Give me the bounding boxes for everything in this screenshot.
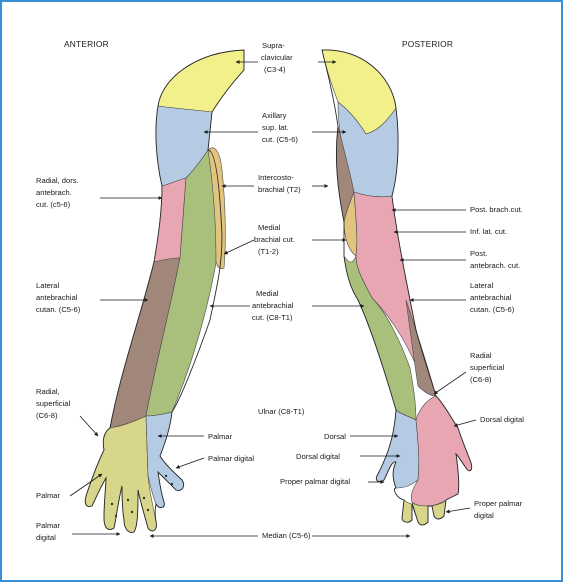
- svg-text:Proper palmar: Proper palmar: [474, 499, 523, 508]
- svg-text:Median (C5-6): Median (C5-6): [262, 531, 311, 540]
- svg-text:Palmar digital: Palmar digital: [208, 454, 254, 463]
- svg-text:(C6-8): (C6-8): [470, 375, 492, 384]
- label-supraclavicular: Supra- clavicular (C3-4): [261, 41, 293, 74]
- svg-text:(C6-8): (C6-8): [36, 411, 58, 420]
- svg-text:Palmar: Palmar: [208, 432, 233, 441]
- svg-text:cut. (c5-6): cut. (c5-6): [36, 200, 71, 209]
- label-posterior-dorsal-digital: Dorsal digital: [296, 452, 340, 461]
- label-anterior-palmar-digital: Palmar digital: [36, 521, 61, 542]
- svg-text:Ulnar (C8-T1): Ulnar (C8-T1): [258, 407, 305, 416]
- label-anterior-radial-dorsal: Radial, dors. antebrach. cut. (c5-6): [36, 176, 79, 209]
- svg-text:(C3-4): (C3-4): [264, 65, 286, 74]
- posterior-heading: POSTERIOR: [402, 39, 453, 49]
- svg-text:Radial,: Radial,: [36, 387, 60, 396]
- anterior-ulnar-region: [146, 412, 184, 508]
- label-anterior-ulnar-palmar-digital: Palmar digital: [208, 454, 254, 463]
- posterior-ulnar-region: [376, 410, 418, 488]
- label-anterior-lateral-antebrachial: Lateral antebrachial cutan. (C5-6): [36, 281, 81, 314]
- svg-text:sup. lat.: sup. lat.: [262, 123, 289, 132]
- svg-text:clavicular: clavicular: [261, 53, 293, 62]
- label-posterior-post-brach: Post. brach.cut.: [470, 205, 523, 214]
- svg-text:cutan. (C5-6): cutan. (C5-6): [470, 305, 515, 314]
- label-median: Median (C5-6): [262, 531, 311, 540]
- svg-text:Palmar: Palmar: [36, 491, 61, 500]
- svg-text:Inf. lat. cut.: Inf. lat. cut.: [470, 227, 507, 236]
- svg-text:superficial: superficial: [36, 399, 70, 408]
- svg-text:Radial: Radial: [470, 351, 492, 360]
- posterior-supraclavicular-region: [322, 50, 396, 134]
- posterior-radial-superficial-region: [411, 396, 471, 506]
- svg-text:Medial: Medial: [256, 289, 279, 298]
- svg-text:Post. brach.cut.: Post. brach.cut.: [470, 205, 523, 214]
- posterior-arm: [322, 50, 472, 525]
- label-ulnar: Ulnar (C8-T1): [258, 407, 305, 416]
- svg-text:brachial (T2): brachial (T2): [258, 185, 301, 194]
- label-anterior-radial-superficial: Radial, superficial (C6-8): [36, 387, 70, 420]
- svg-text:digital: digital: [474, 511, 494, 520]
- svg-text:Axillary: Axillary: [262, 111, 287, 120]
- label-posterior-post-antebrach: Post. antebrach. cut.: [470, 249, 520, 270]
- label-posterior-dorsal: Dorsal: [324, 432, 346, 441]
- svg-text:Post.: Post.: [470, 249, 487, 258]
- label-posterior-proper-palmar-digital-right: Proper palmar digital: [474, 499, 523, 520]
- label-medial-antebrachial: Medial antebrachial cut. (C8-T1): [252, 289, 294, 322]
- svg-text:Dorsal digital: Dorsal digital: [480, 415, 524, 424]
- svg-text:cutan. (C5-6): cutan. (C5-6): [36, 305, 81, 314]
- svg-text:antebrach. cut.: antebrach. cut.: [470, 261, 520, 270]
- svg-text:Supra-: Supra-: [262, 41, 285, 50]
- svg-text:brachial cut.: brachial cut.: [254, 235, 295, 244]
- svg-text:Radial, dors.: Radial, dors.: [36, 176, 79, 185]
- svg-text:Intercosto-: Intercosto-: [258, 173, 294, 182]
- label-posterior-proper-palmar-digital-left: Proper palmar digital: [280, 477, 350, 486]
- label-posterior-dorsal-digital-right: Dorsal digital: [480, 415, 524, 424]
- svg-text:(T1-2): (T1-2): [258, 247, 279, 256]
- label-posterior-inf-lat: Inf. lat. cut.: [470, 227, 507, 236]
- svg-text:Palmar: Palmar: [36, 521, 61, 530]
- label-medial-brachial: Medial brachial cut. (T1-2): [254, 223, 295, 256]
- svg-text:digital: digital: [36, 533, 56, 542]
- label-posterior-lateral-antebrachial: Lateral antebrachial cutan. (C5-6): [470, 281, 515, 314]
- svg-text:antebrachial: antebrachial: [252, 301, 294, 310]
- svg-text:Proper palmar digital: Proper palmar digital: [280, 477, 350, 486]
- svg-text:Medial: Medial: [258, 223, 281, 232]
- svg-text:cut. (C8-T1): cut. (C8-T1): [252, 313, 293, 322]
- svg-text:antebrach.: antebrach.: [36, 188, 72, 197]
- label-anterior-palmar: Palmar: [36, 491, 61, 500]
- svg-text:Dorsal: Dorsal: [324, 432, 346, 441]
- anterior-heading: ANTERIOR: [64, 39, 109, 49]
- svg-text:Lateral: Lateral: [36, 281, 60, 290]
- label-anterior-ulnar-palmar: Palmar: [208, 432, 233, 441]
- svg-text:Dorsal digital: Dorsal digital: [296, 452, 340, 461]
- svg-text:superficial: superficial: [470, 363, 504, 372]
- svg-text:antebrachial: antebrachial: [470, 293, 512, 302]
- svg-text:cut. (C5-6): cut. (C5-6): [262, 135, 298, 144]
- svg-text:antebrachial: antebrachial: [36, 293, 78, 302]
- label-axillary: Axillary sup. lat. cut. (C5-6): [262, 111, 298, 144]
- label-posterior-radial-superficial: Radial superficial (C6-8): [470, 351, 504, 384]
- label-intercostobrachial: Intercosto- brachial (T2): [258, 173, 301, 194]
- svg-text:Lateral: Lateral: [470, 281, 494, 290]
